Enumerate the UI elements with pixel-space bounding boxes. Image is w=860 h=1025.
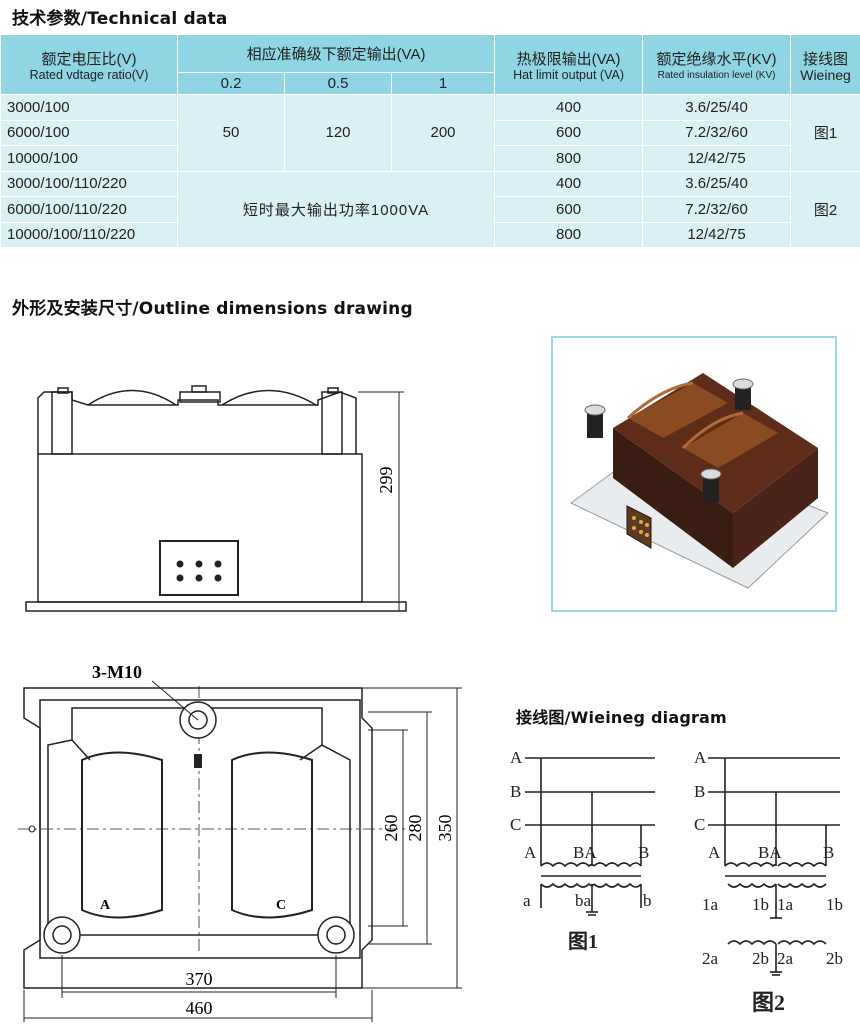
header-output: 相应准确级下额定输出(VA) <box>176 34 496 73</box>
header-wiring: 接线图 Wieineg <box>790 34 860 95</box>
header-insulation: 额定绝缘水平(KV) Rated insulation level (KV) <box>642 34 792 95</box>
svg-text:2a: 2a <box>777 949 794 968</box>
outline-section-title: 外形及安装尺寸/Outline dimensions drawing <box>12 299 413 319</box>
svg-text:B: B <box>510 782 521 801</box>
terminal-left <box>584 404 606 438</box>
thermal-cell: 800 <box>494 145 644 172</box>
spec-section-title: 技术参数/Technical data <box>12 9 228 29</box>
svg-text:B: B <box>823 843 834 862</box>
thermal-cell: 600 <box>494 196 644 223</box>
wiring-cell: 图2 <box>790 170 860 248</box>
output-cell: 200 <box>390 94 496 172</box>
svg-text:ba: ba <box>575 891 592 910</box>
group2-note: 短时最大输出功率1000VA <box>176 170 496 248</box>
table-row: 6000/100/110/220 600 7.2/32/60 <box>0 196 860 223</box>
svg-text:BA: BA <box>758 843 782 862</box>
dim-350: 350 <box>435 815 455 842</box>
ratio-cell: 6000/100 <box>0 119 178 146</box>
thermal-cell: 400 <box>494 94 644 121</box>
insulation-cell: 12/42/75 <box>642 221 792 248</box>
thermal-cell: 600 <box>494 119 644 146</box>
wiring-diagrams: A B C A BA B a ba b 图1 A B C A BA B 1a 1… <box>510 748 843 1015</box>
svg-text:2b: 2b <box>826 949 843 968</box>
product-photo <box>551 336 837 612</box>
svg-text:C: C <box>694 815 705 834</box>
svg-text:2a: 2a <box>702 949 719 968</box>
header-ratio: 额定电压比(V) Rated vdtage ratio(V) <box>0 34 178 95</box>
svg-text:b: b <box>643 891 652 910</box>
header-class: 0.2 <box>177 72 285 95</box>
wiring-section-title: 接线图/Wieineg diagram <box>516 708 727 727</box>
mark-c: C <box>276 898 286 913</box>
output-cell: 120 <box>284 94 392 172</box>
insulation-cell: 3.6/25/40 <box>642 170 792 197</box>
terminal-front <box>700 468 722 502</box>
svg-text:BA: BA <box>573 843 597 862</box>
svg-text:1a: 1a <box>777 895 794 914</box>
dim-299: 299 <box>376 467 396 494</box>
insulation-cell: 12/42/75 <box>642 145 792 172</box>
ratio-cell: 3000/100 <box>0 94 178 121</box>
svg-text:A: A <box>524 843 537 862</box>
header-thermal: 热极限输出(VA) Hat limit output (VA) <box>494 34 644 95</box>
svg-text:2b: 2b <box>752 949 769 968</box>
ratio-cell: 6000/100/110/220 <box>0 196 178 223</box>
wiring-cell: 图1 <box>790 94 860 172</box>
fig1-caption: 图1 <box>568 930 598 953</box>
dim-280: 280 <box>405 815 425 842</box>
svg-text:1a: 1a <box>702 895 719 914</box>
table-row: 10000/100/110/220 800 12/42/75 <box>0 221 860 248</box>
insulation-cell: 7.2/32/60 <box>642 119 792 146</box>
top-view-drawing: 3-M10 A C 260 280 350 370 460 <box>18 662 462 1022</box>
spec-table: 额定电压比(V) Rated vdtage ratio(V) 相应准确级下额定输… <box>0 34 860 248</box>
front-view-drawing: 299 <box>25 385 407 612</box>
dim-260: 260 <box>381 815 401 842</box>
output-cell: 50 <box>177 94 285 172</box>
svg-text:A: A <box>694 748 707 767</box>
thermal-cell: 400 <box>494 170 644 197</box>
thermal-cell: 800 <box>494 221 644 248</box>
header-class: 1 <box>390 72 496 95</box>
table-row: 6000/100 600 7.2/32/60 <box>0 119 860 146</box>
table-row: 10000/100 800 12/42/75 <box>0 145 860 172</box>
ratio-cell: 10000/100 <box>0 145 178 172</box>
insulation-cell: 3.6/25/40 <box>642 94 792 121</box>
terminal-right <box>732 378 754 410</box>
dim-460: 460 <box>186 998 213 1018</box>
svg-text:B: B <box>694 782 705 801</box>
mark-a: A <box>100 898 111 913</box>
base-plate <box>25 601 407 612</box>
dim-370: 370 <box>186 969 213 989</box>
ratio-cell: 3000/100/110/220 <box>0 170 178 197</box>
thread-label: 3-M10 <box>92 662 142 682</box>
svg-text:1b: 1b <box>752 895 769 914</box>
fig2-caption: 图2 <box>752 990 785 1015</box>
svg-text:A: A <box>708 843 721 862</box>
insulation-cell: 7.2/32/60 <box>642 196 792 223</box>
header-class: 0.5 <box>284 72 392 95</box>
body-outline <box>37 453 363 603</box>
svg-text:A: A <box>510 748 523 767</box>
table-row: 3000/100/110/220 短时最大输出功率1000VA 400 3.6/… <box>0 170 860 248</box>
svg-text:C: C <box>510 815 521 834</box>
svg-text:a: a <box>523 891 531 910</box>
table-row: 3000/100 50 120 200 400 3.6/25/40 图1 <box>0 94 860 172</box>
ratio-cell: 10000/100/110/220 <box>0 221 178 248</box>
svg-text:B: B <box>638 843 649 862</box>
svg-text:1b: 1b <box>826 895 843 914</box>
